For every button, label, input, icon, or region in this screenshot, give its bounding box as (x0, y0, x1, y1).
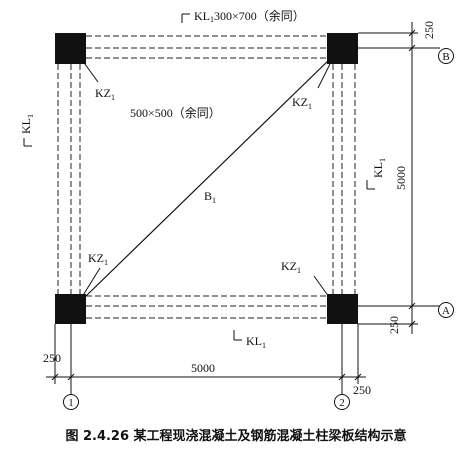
column-bl-label: KZ1 (81, 251, 108, 298)
dimension-bottom (46, 373, 366, 381)
figure-caption: 图 2.4.26 某工程现浇混凝土及钢筋混凝土柱梁板结构示意 (65, 428, 406, 444)
dimension-bottom-span: 5000 (191, 361, 215, 375)
dimension-bottom-right-offset: 250 (353, 383, 371, 397)
axis-bubble-B: B (438, 48, 454, 64)
column-top-left (55, 33, 86, 64)
beam-right-label: KL1 (366, 158, 387, 190)
column-tl-label: KZ1 (81, 59, 115, 102)
svg-text:1: 1 (68, 397, 74, 409)
beam-top (86, 35, 327, 59)
beam-left (57, 64, 81, 294)
dimension-right-span: 5000 (394, 166, 408, 190)
svg-text:KL1: KL1 (371, 158, 387, 178)
dimension-right (408, 22, 416, 334)
beam-top-label: KL1300×700（余同） (181, 8, 305, 24)
column-tr-label: KZ1 (292, 59, 333, 111)
column-size-label: 500×500（余同） (130, 105, 221, 120)
axis-bubble-1: 1 (63, 394, 79, 410)
svg-text:KL1: KL1 (19, 114, 35, 134)
dimension-right-bottom-offset: 250 (387, 316, 401, 334)
dimension-right-top-offset: 250 (422, 21, 436, 39)
svg-text:KZ1: KZ1 (292, 95, 312, 111)
axis-bubble-2: 2 (334, 394, 350, 410)
dimension-bottom-left-offset: 250 (43, 351, 61, 365)
beam-bottom (86, 295, 327, 319)
slab-diagonal (85, 57, 332, 297)
column-top-right (327, 33, 358, 64)
column-bottom-left (55, 294, 86, 324)
column-bottom-right (327, 294, 358, 324)
beam-left-label: KL1 (19, 114, 35, 147)
beam-right (332, 64, 356, 294)
slab-label: B1 (204, 189, 216, 205)
svg-text:KL1: KL1 (246, 334, 266, 350)
axis-extension-lines (54, 32, 440, 394)
svg-text:2: 2 (339, 397, 345, 409)
beam-bottom-label: KL1 (233, 330, 266, 350)
svg-text:B: B (442, 51, 449, 63)
axis-bubble-A: A (438, 302, 454, 318)
column-br-label: KZ1 (281, 259, 330, 298)
svg-text:KZ1: KZ1 (95, 86, 115, 102)
svg-text:KL1300×700（余同）: KL1300×700（余同） (194, 8, 305, 24)
svg-text:KZ1: KZ1 (281, 259, 301, 275)
svg-text:KZ1: KZ1 (88, 251, 108, 267)
svg-text:A: A (442, 305, 450, 317)
